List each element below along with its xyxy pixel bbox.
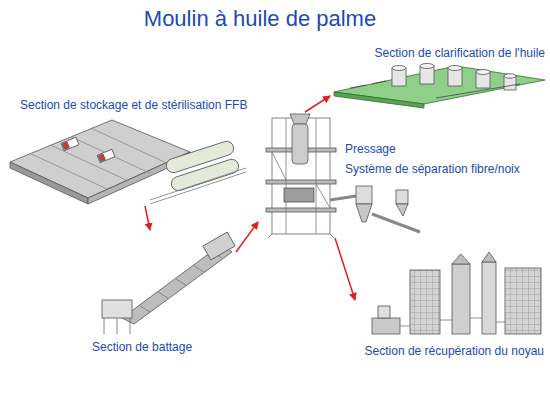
section-label: Section de récupération du noyau	[365, 344, 544, 358]
press-tower-part	[272, 118, 330, 234]
storage-shed-part	[10, 120, 190, 198]
kernel-recovery-section-part	[378, 306, 390, 318]
kernel-recovery-section-part	[482, 252, 496, 262]
press-tower-part	[330, 196, 356, 200]
press-tower-part	[396, 204, 408, 216]
storage-shed-part	[30, 128, 169, 189]
storage-shed-part	[98, 154, 105, 161]
press-tower-part	[268, 234, 334, 238]
press-tower-part	[266, 180, 336, 184]
clarification-section-part	[350, 81, 520, 98]
sterilizer-vessels	[150, 140, 246, 204]
kernel-recovery-section-part	[372, 318, 400, 334]
threshing-section-part	[140, 252, 222, 312]
press-tower-part	[284, 188, 314, 202]
press-tower-part	[266, 208, 336, 212]
flow-arrow	[236, 222, 258, 252]
kernel-recovery-section-part	[452, 254, 470, 264]
press-tower-part	[290, 114, 310, 124]
storage-shed-part	[61, 137, 79, 150]
clarification-section-part	[448, 66, 462, 71]
sterilizer-vessels-part	[170, 158, 241, 193]
section-label: Pressage	[345, 142, 396, 156]
flow-arrow	[145, 206, 150, 230]
section-label: Section de battage	[92, 340, 192, 354]
kernel-recovery-section-part	[452, 264, 470, 334]
clarification-section-part	[392, 66, 406, 71]
flow-arrow	[305, 96, 330, 112]
section-label: Section de stockage et de stérilisation …	[20, 98, 247, 112]
storage-shed-part	[10, 162, 88, 204]
section-area: PressageSystème de séparation fibre/noix	[258, 112, 530, 238]
section-label: Système de séparation fibre/noix	[345, 162, 520, 176]
section-area: Section de clarification de l'huile	[330, 44, 547, 106]
storage-shed-part	[97, 149, 115, 162]
kernel-recovery-section-part	[400, 318, 505, 326]
press-tower-part	[356, 186, 372, 204]
section-area: Section de stockage et de stérilisation …	[5, 94, 251, 206]
threshing-section-part	[102, 300, 132, 318]
threshing-section-part	[203, 232, 235, 260]
clarification-section-part	[420, 64, 434, 69]
storage-shed	[10, 120, 190, 204]
storage-shed-part	[62, 142, 69, 149]
kernel-recovery-section-part	[482, 262, 496, 334]
clarification-section-part	[334, 92, 424, 108]
section-area: Section de récupération du noyau	[355, 258, 546, 362]
press-tower-part	[292, 124, 308, 164]
press-tower-part	[356, 204, 372, 222]
press-tower-part	[372, 214, 420, 232]
diagram-title: Moulin à huile de palme	[0, 6, 520, 32]
clarification-section	[334, 64, 545, 109]
kernel-recovery-section-part	[505, 268, 541, 334]
threshing-section-part	[104, 318, 130, 334]
clarification-section-part	[504, 74, 516, 78]
section-label: Section de clarification de l'huile	[375, 46, 545, 60]
kernel-recovery-section	[372, 252, 541, 334]
threshing-section	[102, 232, 235, 334]
flow-arrow	[335, 238, 355, 300]
press-tower-part	[272, 118, 330, 234]
press-tower	[266, 114, 420, 238]
kernel-recovery-section-part	[410, 270, 440, 334]
press-tower-part	[396, 190, 408, 204]
clarification-section-part	[476, 70, 490, 75]
sterilizer-vessels-part	[150, 168, 246, 204]
section-area: Section de battage	[88, 230, 236, 358]
